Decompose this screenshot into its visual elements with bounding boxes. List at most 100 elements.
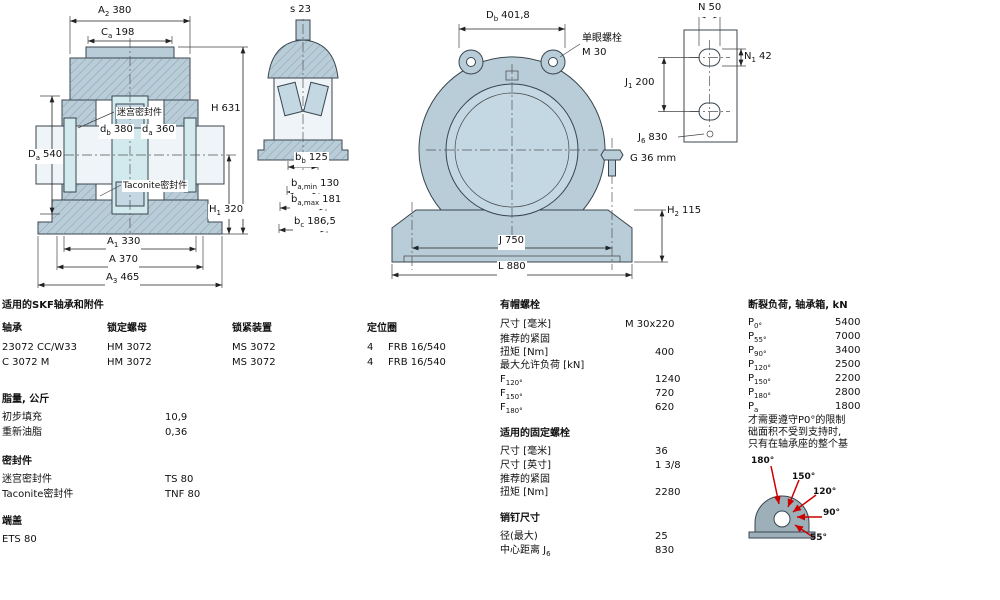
col-header-locating-rings: 定位圈 (367, 323, 397, 334)
eyebolt-label: 单眼螺栓 (582, 33, 622, 44)
locking-device-cell: MS 3072 (232, 357, 276, 368)
spec-label: 扭矩 [Nm] (500, 487, 549, 498)
load-p55-label: P55° (748, 331, 767, 344)
load-f120-label: F120° (500, 374, 523, 387)
col-header-lock-nut: 锁定螺母 (107, 323, 147, 334)
load-direction-diagram (748, 465, 822, 539)
angle-label-90: 90° (823, 508, 841, 518)
load-p150-value: 2200 (835, 373, 861, 384)
spec-value: 2280 (655, 487, 681, 498)
pins-title: 销钉尺寸 (500, 513, 540, 524)
angle-label-150: 150° (792, 472, 816, 482)
locking-device-cell: MS 3072 (232, 342, 276, 353)
dowel-pin-hole (706, 130, 714, 138)
note-line: 础面积不受到支持时, (748, 427, 842, 438)
angle-label-120: 120° (813, 487, 837, 497)
bearing-cell: 23072 CC/W33 (2, 342, 77, 353)
eyebolt-size-label: M 30 (582, 47, 607, 58)
labyrinth-seal-label: 迷宫密封件 (116, 107, 164, 119)
angle-label-180: 180° (751, 456, 775, 466)
drawing-main-front (391, 24, 668, 279)
ring-cell: FRB 16/540 (388, 342, 446, 353)
spec-value: 36 (655, 446, 668, 457)
spec-label: 尺寸 [毫米] (500, 446, 551, 457)
cap-bolts-title: 有帽螺栓 (500, 300, 540, 311)
load-p0-value: 5400 (835, 317, 861, 328)
spec-label: 推荐的紧固 (500, 334, 550, 345)
load-f180-label: F180° (500, 402, 523, 415)
lock-nut-cell: HM 3072 (107, 357, 152, 368)
taconite-seal-label: Taconite密封件 (122, 180, 189, 192)
load-p90-label: P90° (748, 345, 767, 358)
load-arrows (770, 465, 822, 538)
seals-title: 密封件 (2, 456, 32, 467)
load-pa-value: 1800 (835, 401, 861, 412)
spec-value: 400 (655, 347, 675, 358)
seal-row-value: TNF 80 (165, 489, 201, 500)
drawing-front-section (28, 16, 248, 288)
grease-title: 脂量, 公斤 (2, 394, 50, 405)
grease-row-value: 10,9 (165, 412, 188, 423)
lock-nut-cell: HM 3072 (107, 342, 152, 353)
ring-qty-cell: 4 (367, 342, 374, 353)
pin-dia-label: 径(最大) (500, 531, 538, 542)
spec-value: M 30x220 (625, 319, 675, 330)
load-p90-value: 3400 (835, 345, 861, 356)
pin-dia-value: 25 (655, 531, 668, 542)
load-f120-value: 1240 (655, 374, 681, 385)
note-line: 才需要遵守P0°的限制 (748, 415, 846, 426)
bearing-cell: C 3072 M (2, 357, 50, 368)
seal-row-label: Taconite密封件 (2, 489, 74, 500)
load-p180-value: 2800 (835, 387, 861, 398)
spec-label: 推荐的紧固 (500, 474, 550, 485)
spec-label: 尺寸 [英寸] (500, 460, 551, 471)
load-p0-label: P0° (748, 317, 762, 330)
col-header-locking-device: 锁紧装置 (232, 323, 272, 334)
seal-row-value: TS 80 (165, 474, 194, 485)
load-p120-value: 2500 (835, 359, 861, 370)
load-f150-label: F150° (500, 388, 523, 401)
grease-row-label: 初步填充 (2, 412, 42, 423)
load-pa-label: Pa (748, 401, 759, 414)
ring-cell: FRB 16/540 (388, 357, 446, 368)
spec-label: 最大允许负荷 [kN] (500, 360, 585, 371)
spec-value: 1 3/8 (655, 460, 681, 471)
end-cover-value: ETS 80 (2, 534, 37, 545)
drawing-bolt-slot-detail (658, 12, 746, 143)
breaking-loads-title: 断裂负荷, 轴承箱, kN (748, 300, 848, 311)
col-header-bearing: 轴承 (2, 323, 22, 334)
bearing-table-title: 适用的SKF轴承和附件 (2, 300, 104, 311)
spec-label: 尺寸 [毫米] (500, 319, 551, 330)
hex-bolt-icon (600, 149, 624, 161)
angle-label-55: 55° (810, 533, 828, 543)
grease-row-value: 0,36 (165, 427, 188, 438)
load-p180-label: P180° (748, 387, 771, 400)
spec-label: 扭矩 [Nm] (500, 347, 549, 358)
load-f150-value: 720 (655, 388, 675, 399)
ring-qty-cell: 4 (367, 357, 374, 368)
note-line: 只有在轴承座的整个基 (748, 439, 848, 450)
pin-cc-value: 830 (655, 545, 675, 556)
load-f180-value: 620 (655, 402, 675, 413)
